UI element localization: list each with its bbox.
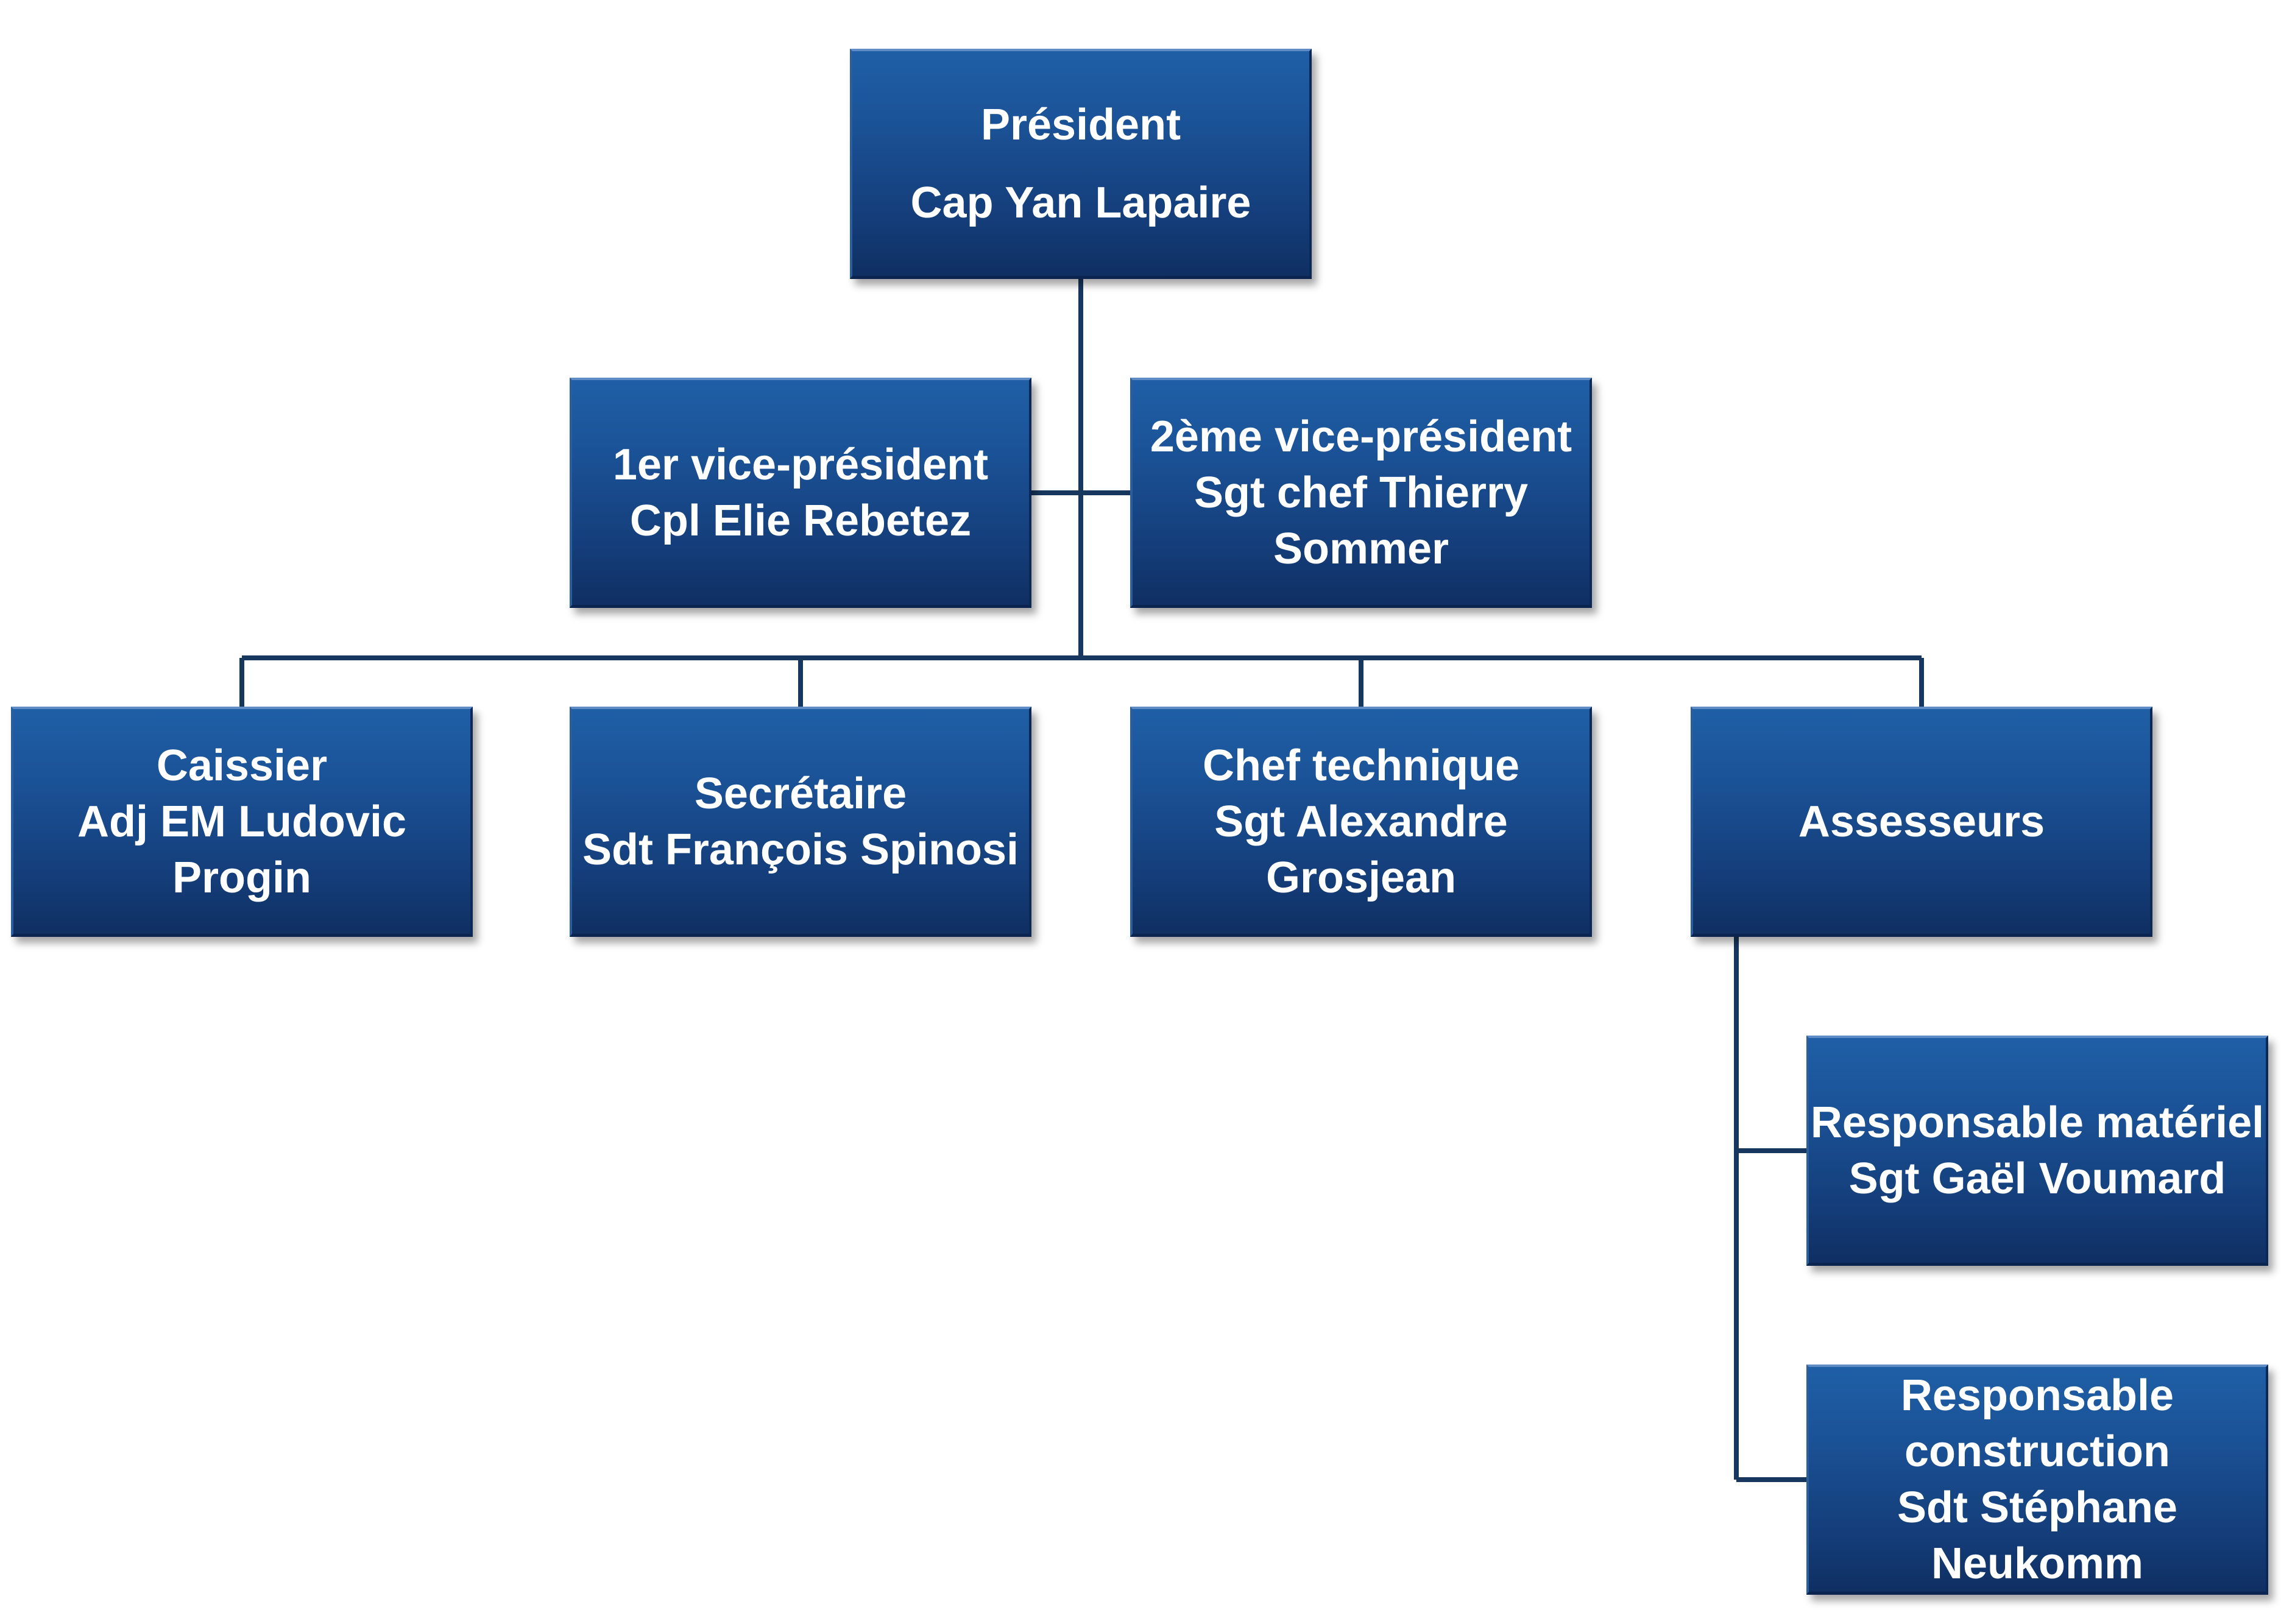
chef-technique-name-line1: Sgt Alexandre — [1214, 797, 1508, 846]
vice-president-1-name: Cpl Elie Rebetez — [629, 496, 972, 545]
responsable-construction-box: Responsable construction Sdt Stéphane Ne… — [1806, 1365, 2268, 1595]
caissier-role: Caissier — [156, 741, 328, 790]
vice-president-2-name-line2: Sommer — [1273, 524, 1449, 573]
caissier-name-line2: Progin — [172, 853, 311, 902]
chef-technique-box: Chef technique Sgt Alexandre Grosjean — [1130, 707, 1592, 937]
responsable-materiel-box: Responsable matériel Sgt Gaël Voumard — [1806, 1036, 2268, 1266]
responsable-construction-role-line1: Responsable — [1900, 1371, 2174, 1420]
secretaire-name: Sdt François Spinosi — [582, 825, 1019, 874]
vice-president-2-role: 2ème vice-président — [1150, 412, 1572, 461]
responsable-construction-name-line2: Neukomm — [1931, 1539, 2144, 1588]
vice-president-1-role: 1er vice-président — [612, 440, 989, 489]
secretaire-box: Secrétaire Sdt François Spinosi — [570, 707, 1031, 937]
caissier-name-line1: Adj EM Ludovic — [77, 797, 406, 846]
president-name: Cap Yan Lapaire — [910, 178, 1251, 227]
assesseurs-box: Assesseurs — [1691, 707, 2152, 937]
vice-president-2-name-line1: Sgt chef Thierry — [1194, 468, 1529, 517]
caissier-box: Caissier Adj EM Ludovic Progin — [11, 707, 473, 937]
president-box: Président Cap Yan Lapaire — [850, 49, 1312, 279]
vice-president-2-box: 2ème vice-président Sgt chef Thierry Som… — [1130, 378, 1592, 608]
chef-technique-role: Chef technique — [1202, 741, 1520, 790]
vice-president-1-box: 1er vice-président Cpl Elie Rebetez — [570, 378, 1031, 608]
secretaire-role: Secrétaire — [694, 769, 907, 818]
responsable-materiel-name: Sgt Gaël Voumard — [1848, 1154, 2226, 1203]
responsable-materiel-role: Responsable matériel — [1810, 1098, 2265, 1147]
chef-technique-name-line2: Grosjean — [1265, 853, 1457, 902]
assesseurs-role: Assesseurs — [1798, 797, 2045, 846]
president-role: Président — [980, 100, 1181, 149]
responsable-construction-role-line2: construction — [1904, 1427, 2170, 1476]
responsable-construction-name-line1: Sdt Stéphane — [1897, 1483, 2178, 1532]
